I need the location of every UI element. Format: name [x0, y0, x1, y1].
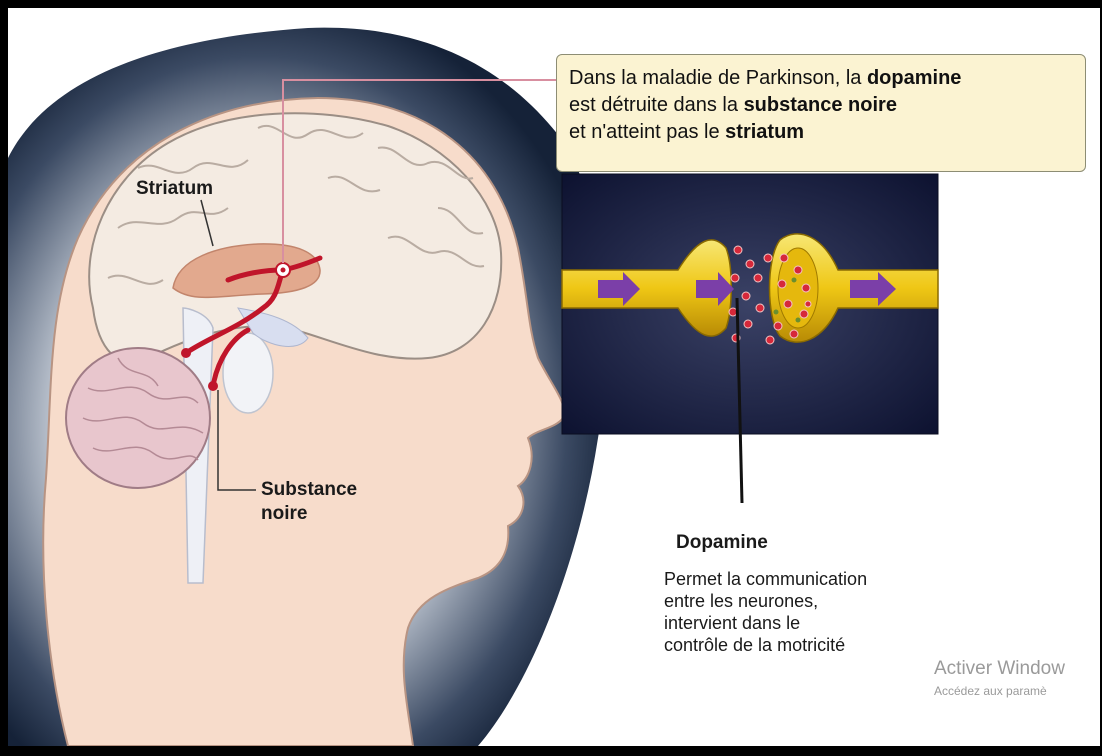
substance-noire-label: Substance noire	[261, 478, 357, 526]
watermark-title: Activer Window	[934, 658, 1065, 680]
watermark-subtitle: Accédez aux paramè	[934, 684, 1065, 698]
dopamine-title: Dopamine	[676, 532, 768, 554]
cerebellum	[66, 348, 210, 488]
striatum-label: Striatum	[136, 178, 213, 200]
activate-windows-watermark: Activer Window Accédez aux paramè	[934, 658, 1065, 698]
callout-line-3: et n'atteint pas le striatum	[569, 119, 1073, 146]
dopamine-desc-line: contrôle de la motricité	[664, 634, 944, 656]
synapse-inset	[562, 174, 938, 434]
substance-label-line-2: noire	[261, 502, 357, 526]
diagram-frame: Striatum Substance noire Dans la maladie…	[8, 8, 1100, 746]
dopamine-desc-line: entre les neurones,	[664, 590, 944, 612]
dopamine-desc-line: intervient dans le	[664, 612, 944, 634]
dopamine-desc-line: Permet la communication	[664, 568, 944, 590]
substance-noire-dot-2	[208, 381, 218, 391]
callout-line-2: est détruite dans la substance noire	[569, 92, 1073, 119]
substance-noire-dot-1	[181, 348, 191, 358]
callout-line-1: Dans la maladie de Parkinson, la dopamin…	[569, 65, 1073, 92]
dopamine-description: Permet la communication entre les neuron…	[664, 568, 944, 656]
parkinson-callout: Dans la maladie de Parkinson, la dopamin…	[556, 54, 1086, 172]
substance-label-line-1: Substance	[261, 478, 357, 502]
